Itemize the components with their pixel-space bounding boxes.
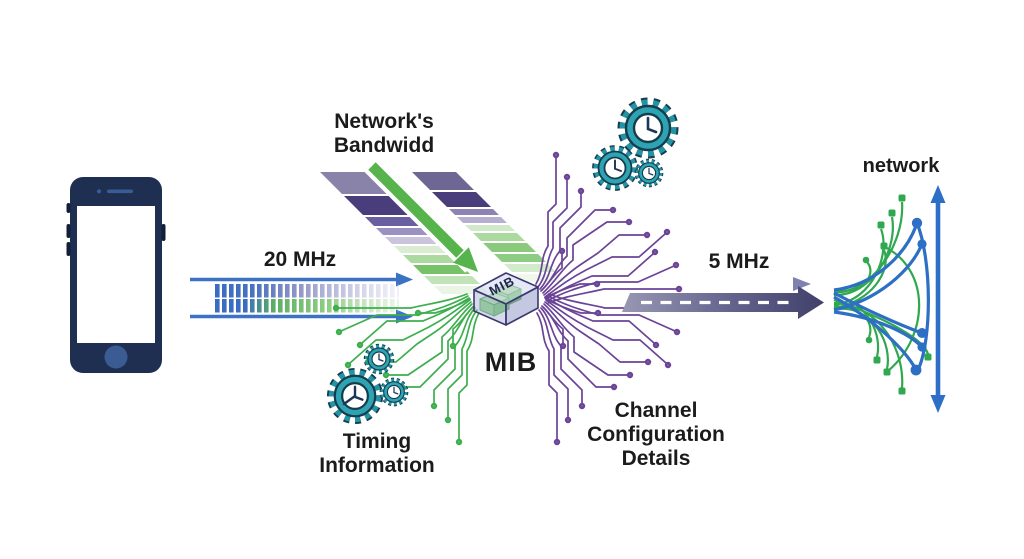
output-rate-label: 5 MHz <box>708 250 770 273</box>
network-bandwidth-label: Network's Bandwidd <box>333 110 435 158</box>
gear-clock-cluster-bottom <box>333 347 405 418</box>
smartphone-icon <box>66 177 166 373</box>
input-arrows <box>190 272 413 324</box>
timing-information-label: Timing Information <box>319 430 435 478</box>
band-arrow-icon <box>363 157 479 273</box>
gear-clock-icon <box>367 347 391 371</box>
network-graph-icon <box>833 185 946 413</box>
mib-box-icon: MIB <box>473 272 539 326</box>
channel-configuration-label: Channel Configuration Details <box>587 399 725 471</box>
input-rate-label: 20 MHz <box>263 248 337 271</box>
gear-clock-icon <box>638 162 661 185</box>
gear-clock-icon <box>597 150 633 186</box>
bandwidth-band-icon <box>320 157 566 294</box>
gear-clock-icon <box>624 104 672 152</box>
mib-caption: MIB <box>484 347 538 377</box>
gear-clock-cluster-top <box>597 104 672 186</box>
subcarrier-bars-top <box>215 284 399 298</box>
road-arrow-icon <box>622 277 824 319</box>
network-span-arrow <box>930 185 946 413</box>
subcarrier-bars-bottom <box>215 299 399 313</box>
gear-clock-icon <box>383 381 406 404</box>
network-label: network <box>862 155 940 177</box>
